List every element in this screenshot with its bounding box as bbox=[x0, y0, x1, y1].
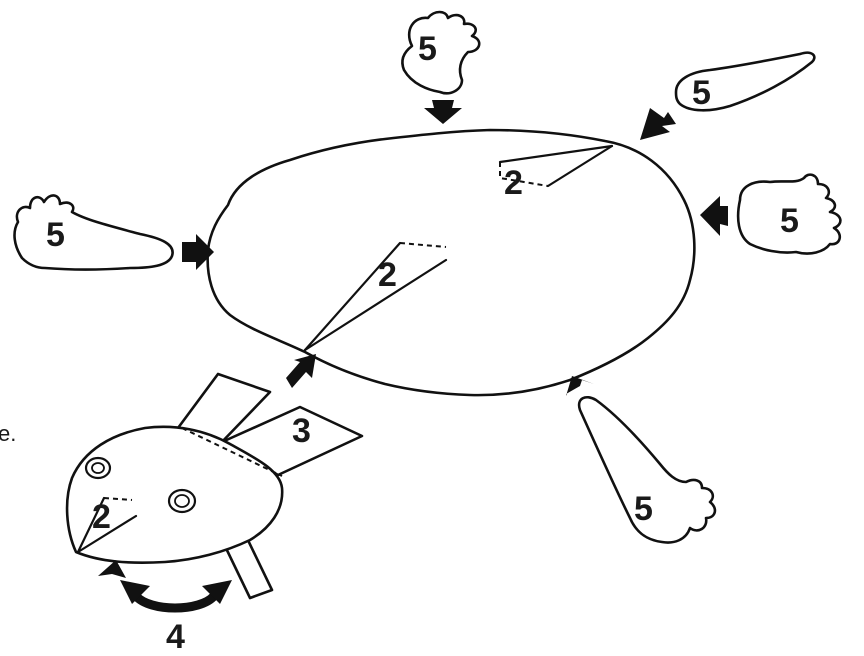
arrow-top-icon bbox=[424, 100, 462, 124]
limb-bottom-right: 5 bbox=[577, 396, 717, 544]
arrow-tail-icon bbox=[286, 354, 316, 388]
head-piece: 2 bbox=[65, 425, 284, 600]
head-turn-step-label: 4 bbox=[166, 618, 185, 656]
limb-bottom-right-label: 5 bbox=[634, 490, 653, 528]
shell-outline bbox=[206, 128, 696, 397]
shell-center-slit bbox=[303, 241, 448, 352]
limb-top-right: 5 bbox=[674, 51, 816, 112]
limb-right: 5 bbox=[736, 173, 842, 255]
tail-step-label: 3 bbox=[292, 412, 311, 450]
arrow-right-icon bbox=[700, 196, 728, 236]
shell-top-slit-label: 2 bbox=[504, 164, 523, 202]
arrow-left-icon bbox=[182, 234, 214, 270]
shell: 2 2 bbox=[206, 128, 696, 397]
head-slit bbox=[76, 496, 138, 554]
limb-left: 5 bbox=[13, 194, 174, 271]
arrow-head-icon bbox=[98, 560, 126, 578]
limb-right-label: 5 bbox=[780, 202, 799, 240]
arrow-bottom-right-icon bbox=[566, 376, 594, 396]
limb-top-label: 5 bbox=[418, 30, 437, 68]
cropped-edge-text: e. bbox=[0, 421, 16, 446]
head-fold-line bbox=[181, 427, 283, 477]
head-eye-left-icon bbox=[84, 456, 112, 480]
limb-top: 5 bbox=[401, 10, 481, 95]
head-slit-label: 2 bbox=[92, 498, 111, 536]
head-eye-right-icon bbox=[167, 488, 197, 514]
limb-left-label: 5 bbox=[46, 216, 65, 254]
limb-top-right-label: 5 bbox=[692, 74, 711, 112]
rotate-double-arrow-icon bbox=[120, 580, 232, 613]
shell-center-slit-label: 2 bbox=[378, 256, 397, 294]
arrow-top-right-icon bbox=[640, 108, 676, 140]
shell-top-slit bbox=[498, 144, 614, 188]
